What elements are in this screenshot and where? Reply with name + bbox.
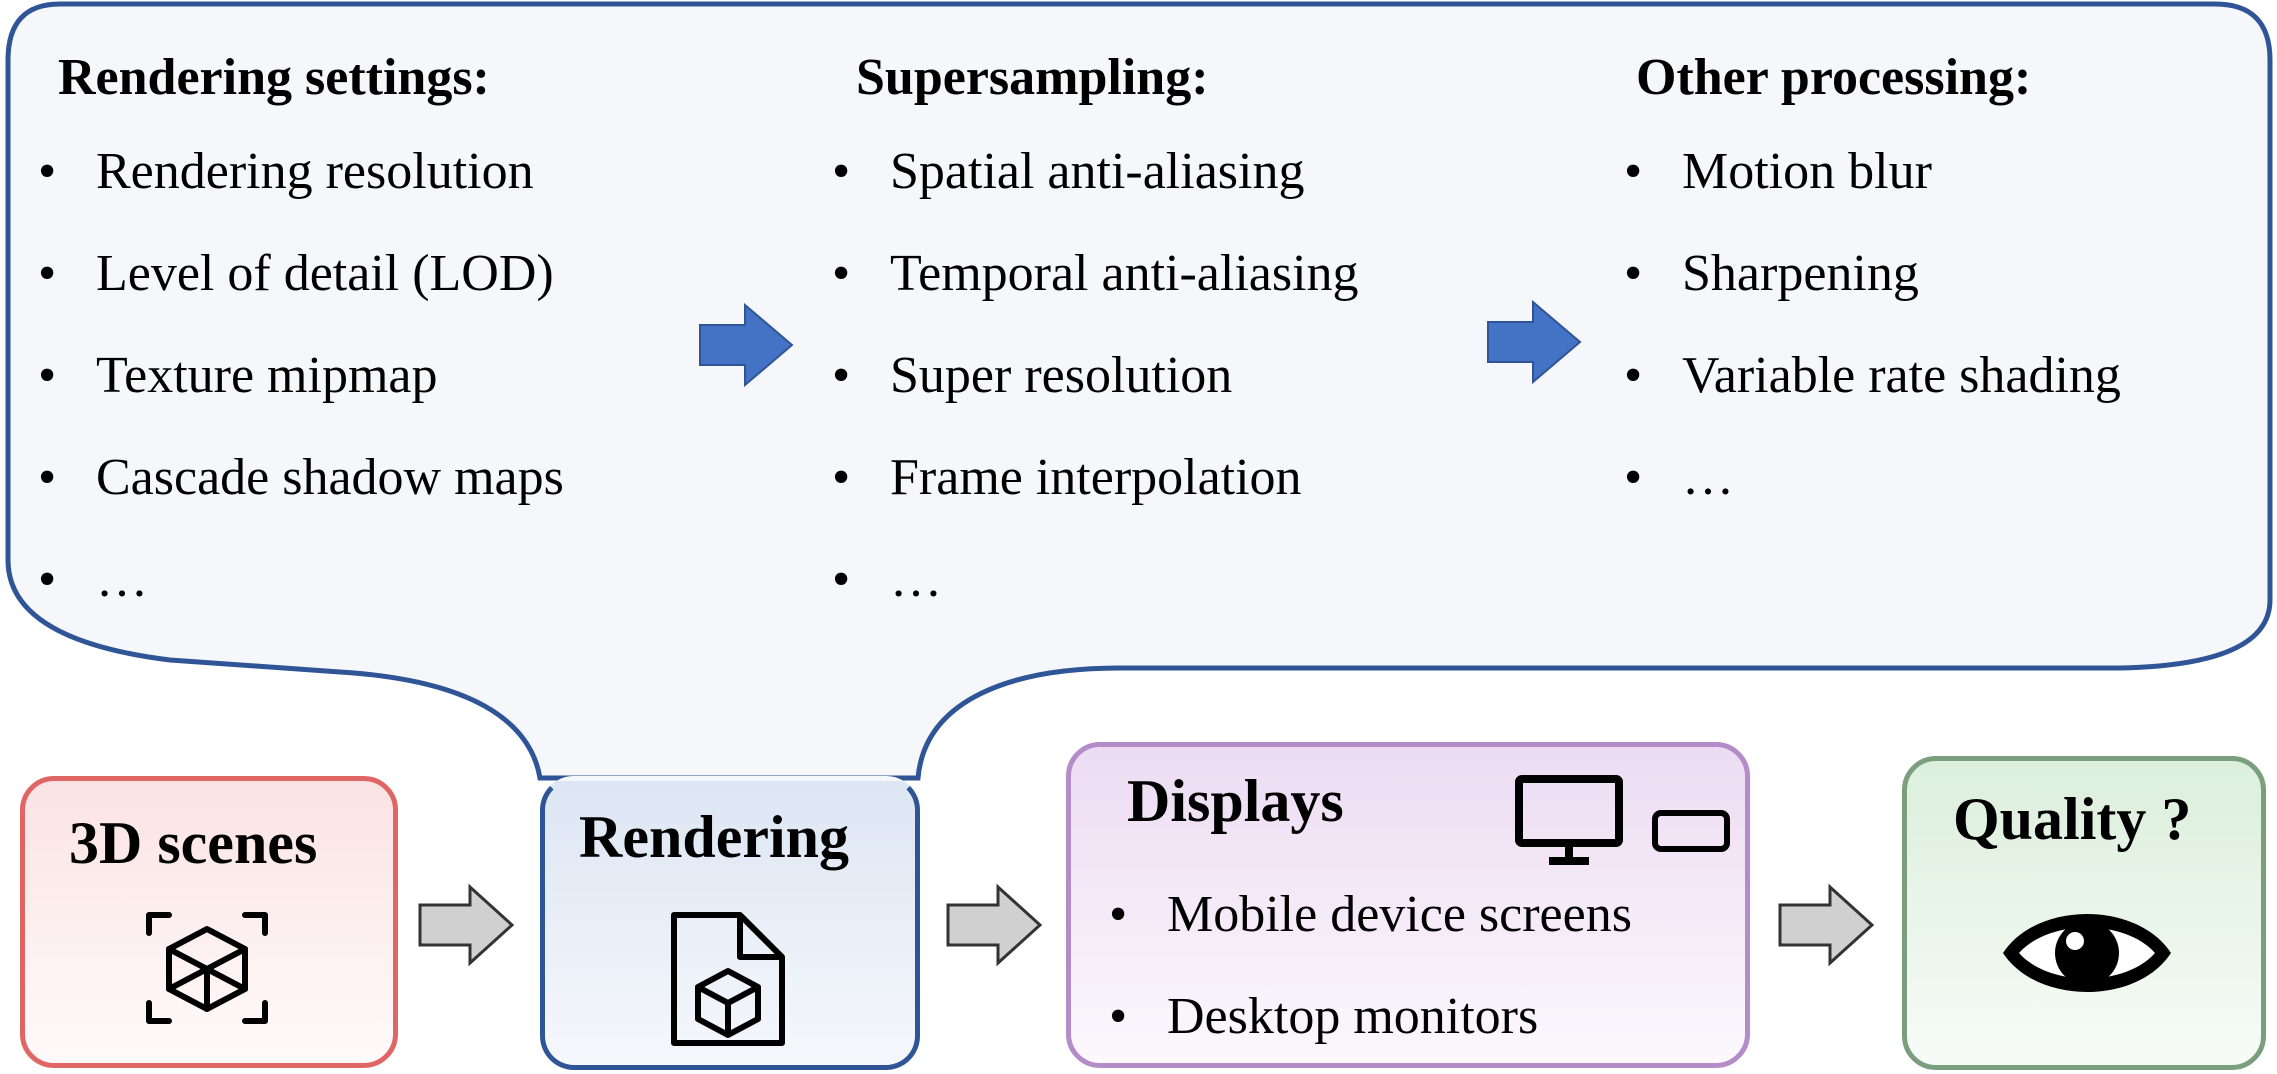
list-item: •Variable rate shading [1624,347,2121,404]
list-item: •… [1624,449,1734,506]
rendering-settings-list: •Rendering resolution •Level of detail (… [38,146,564,606]
list-item: •Super resolution [832,347,1233,404]
list-item: •Frame interpolation [832,449,1302,506]
other-processing-title: Other processing: [1636,49,2032,106]
quality-title: Quality ? [1953,786,2192,852]
list-item: •Mobile device screens [1109,886,1632,943]
list-item: •Desktop monitors [1109,988,1539,1045]
displays-box: Displays •Mobile device screens •Desktop… [1066,742,1750,1068]
desktop-monitor-icon [1515,775,1623,865]
blue-arrow-2 [1487,299,1582,385]
supersampling-title: Supersampling: [856,49,1209,106]
list-item: •… [38,551,148,608]
3d-file-icon [671,912,785,1046]
other-processing-list: •Motion blur •Sharpening •Variable rate … [1624,146,2121,504]
list-item: •Texture mipmap [38,347,438,404]
blue-arrow-1 [699,302,794,388]
3d-scenes-title: 3D scenes [69,810,318,876]
list-item: •Spatial anti-aliasing [832,143,1305,200]
quality-box: Quality ? [1902,756,2266,1070]
list-item: •Motion blur [1624,143,1932,200]
list-item: •Cascade shadow maps [38,449,564,506]
gray-arrow-3 [1778,883,1875,967]
rendering-title: Rendering [579,804,849,870]
gray-arrow-1 [418,883,515,967]
displays-title: Displays [1127,768,1344,834]
list-item: •Sharpening [1624,245,1919,302]
list-item: •… [832,551,942,608]
list-item: •Temporal anti-aliasing [832,245,1359,302]
gray-arrow-2 [946,883,1043,967]
eye-icon [2003,914,2171,992]
3d-cube-icon [146,912,268,1024]
3d-scenes-box: 3D scenes [20,776,398,1068]
mobile-device-icon [1652,810,1730,852]
supersampling-list: •Spatial anti-aliasing •Temporal anti-al… [832,146,1359,606]
list-item: •Rendering resolution [38,143,534,200]
list-item: •Level of detail (LOD) [38,245,554,302]
displays-list: •Mobile device screens •Desktop monitors [1109,889,1632,1043]
rendering-settings-title: Rendering settings: [58,49,490,106]
settings-bubble [5,1,2273,781]
rendering-box: Rendering [540,776,920,1070]
